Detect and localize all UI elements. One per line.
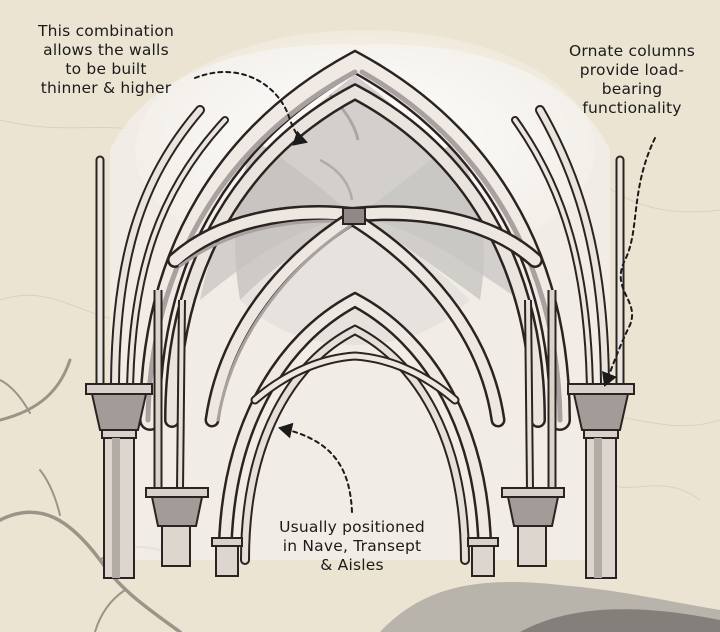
inner-shafts [153,290,557,491]
columns-annotation-line: functionality [582,99,682,117]
column-capitals [85,383,635,579]
columns-annotation-line: provide load- [579,61,685,79]
walls-annotation-line: to be built [65,60,147,78]
walls-annotation-line: allows the walls [43,41,169,59]
main-arch [139,49,571,431]
position-annotation: Usually positioned in Nave, Transept & A… [262,518,442,575]
walls-annotation: This combination allows the walls to be … [22,22,190,98]
position-annotation-line: in Nave, Transept [282,537,422,555]
position-annotation-line: & Aisles [320,556,384,574]
annotation-arrow-icon [194,71,656,513]
columns-annotation: Ornate columns provide load- bearing fun… [548,42,716,118]
columns-annotation-line: bearing [601,80,663,98]
inner-arch [217,291,493,568]
boss-stone [342,207,366,225]
position-annotation-line: Usually positioned [279,518,425,536]
walls-annotation-line: thinner & higher [40,79,172,97]
walls-annotation-line: This combination [37,22,175,40]
outer-shafts [95,105,625,395]
columns-annotation-line: Ornate columns [568,42,696,60]
